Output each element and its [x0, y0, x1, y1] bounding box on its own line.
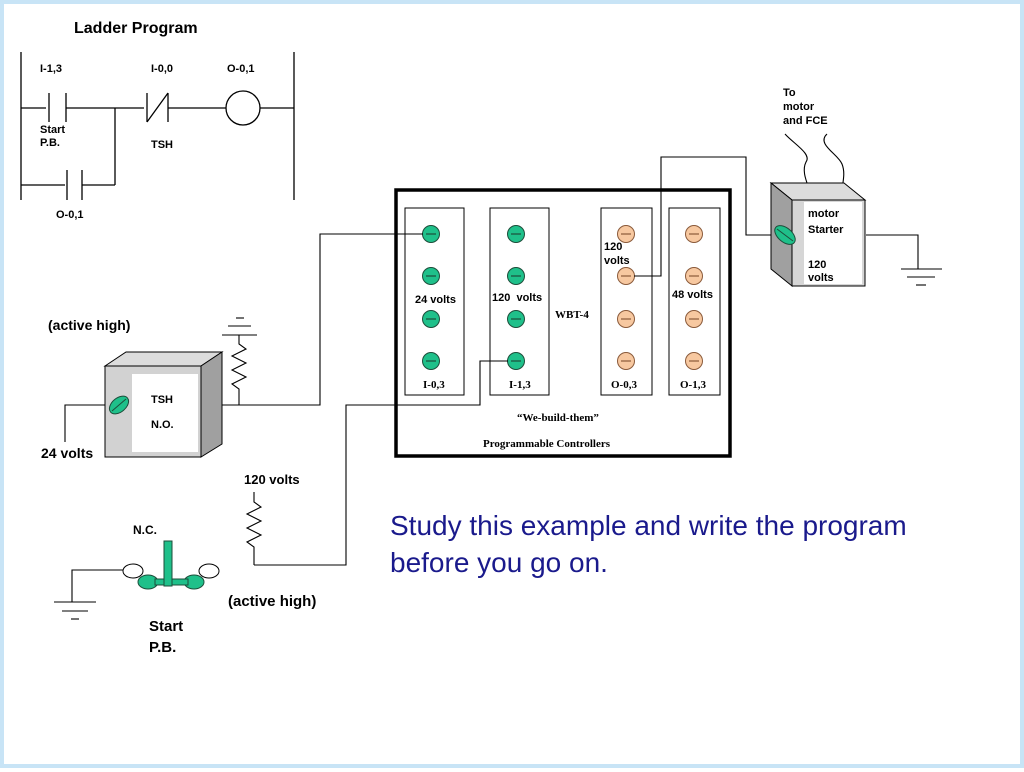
tsh-contact-tag: I-0,0 [151, 63, 173, 75]
pb-voltage: 120 volts [244, 472, 300, 487]
module-label-i-0-3: I-0,3 [423, 379, 445, 391]
plc-brand-quote: “We-build-them” [517, 412, 599, 424]
module-label-o-1-3: O-1,3 [680, 379, 706, 391]
module-label-o-0-3: O-0,3 [611, 379, 637, 391]
module-voltage-i-1-3: 120 volts [492, 292, 542, 304]
tsh-label: TSH [151, 139, 173, 151]
tsh-name: TSH [151, 394, 173, 406]
starter-name-2: Starter [808, 224, 844, 236]
coil-tag: O-0,1 [227, 63, 255, 75]
starter-name-1: motor [808, 208, 840, 220]
module-voltage-o-0-3-b: volts [604, 255, 630, 267]
pb-label-pb: P.B. [149, 639, 176, 656]
motor-starter [769, 181, 867, 288]
module-label-i-1-3: I-1,3 [509, 379, 531, 391]
module-voltage-o-1-3: 48 volts [672, 289, 713, 301]
pb-label-start: Start [149, 618, 183, 635]
module-voltage-o-0-3-a: 120 [604, 241, 622, 253]
module-voltage-i-0-3: 24 volts [415, 294, 456, 306]
starter-voltage-1: 120 [808, 259, 826, 271]
pb-label: P.B. [40, 137, 60, 149]
starter-voltage-2: volts [808, 272, 834, 284]
plc-brand-name: Programmable Controllers [483, 438, 611, 450]
ladder-program [20, 52, 295, 200]
wiring-diagram: Ladder Program I-1,3 I-0,0 O-0,1 Start P… [20, 20, 942, 656]
output-coil [225, 90, 261, 126]
motor-dest-2: motor [783, 101, 815, 113]
start-label: Start [40, 124, 65, 136]
ladder-title: Ladder Program [74, 20, 198, 37]
pb-mode: (active high) [228, 593, 316, 610]
pushbutton-stem [163, 540, 173, 587]
start-pushbutton [122, 540, 220, 590]
pb-type: N.C. [133, 523, 157, 537]
instruction-text: Study this example and write the program… [390, 510, 907, 578]
tsh-switch [103, 351, 224, 458]
tsh-mode: (active high) [48, 317, 130, 333]
seal-in-tag: O-0,1 [56, 209, 84, 221]
tsh-type: N.O. [151, 419, 174, 431]
motor-dest-3: and FCE [783, 115, 828, 127]
start-contact-tag: I-1,3 [40, 63, 62, 75]
plc-model: WBT-4 [555, 309, 589, 321]
tsh-voltage: 24 volts [41, 445, 93, 461]
motor-dest-1: To [783, 87, 796, 99]
wires [54, 133, 942, 620]
